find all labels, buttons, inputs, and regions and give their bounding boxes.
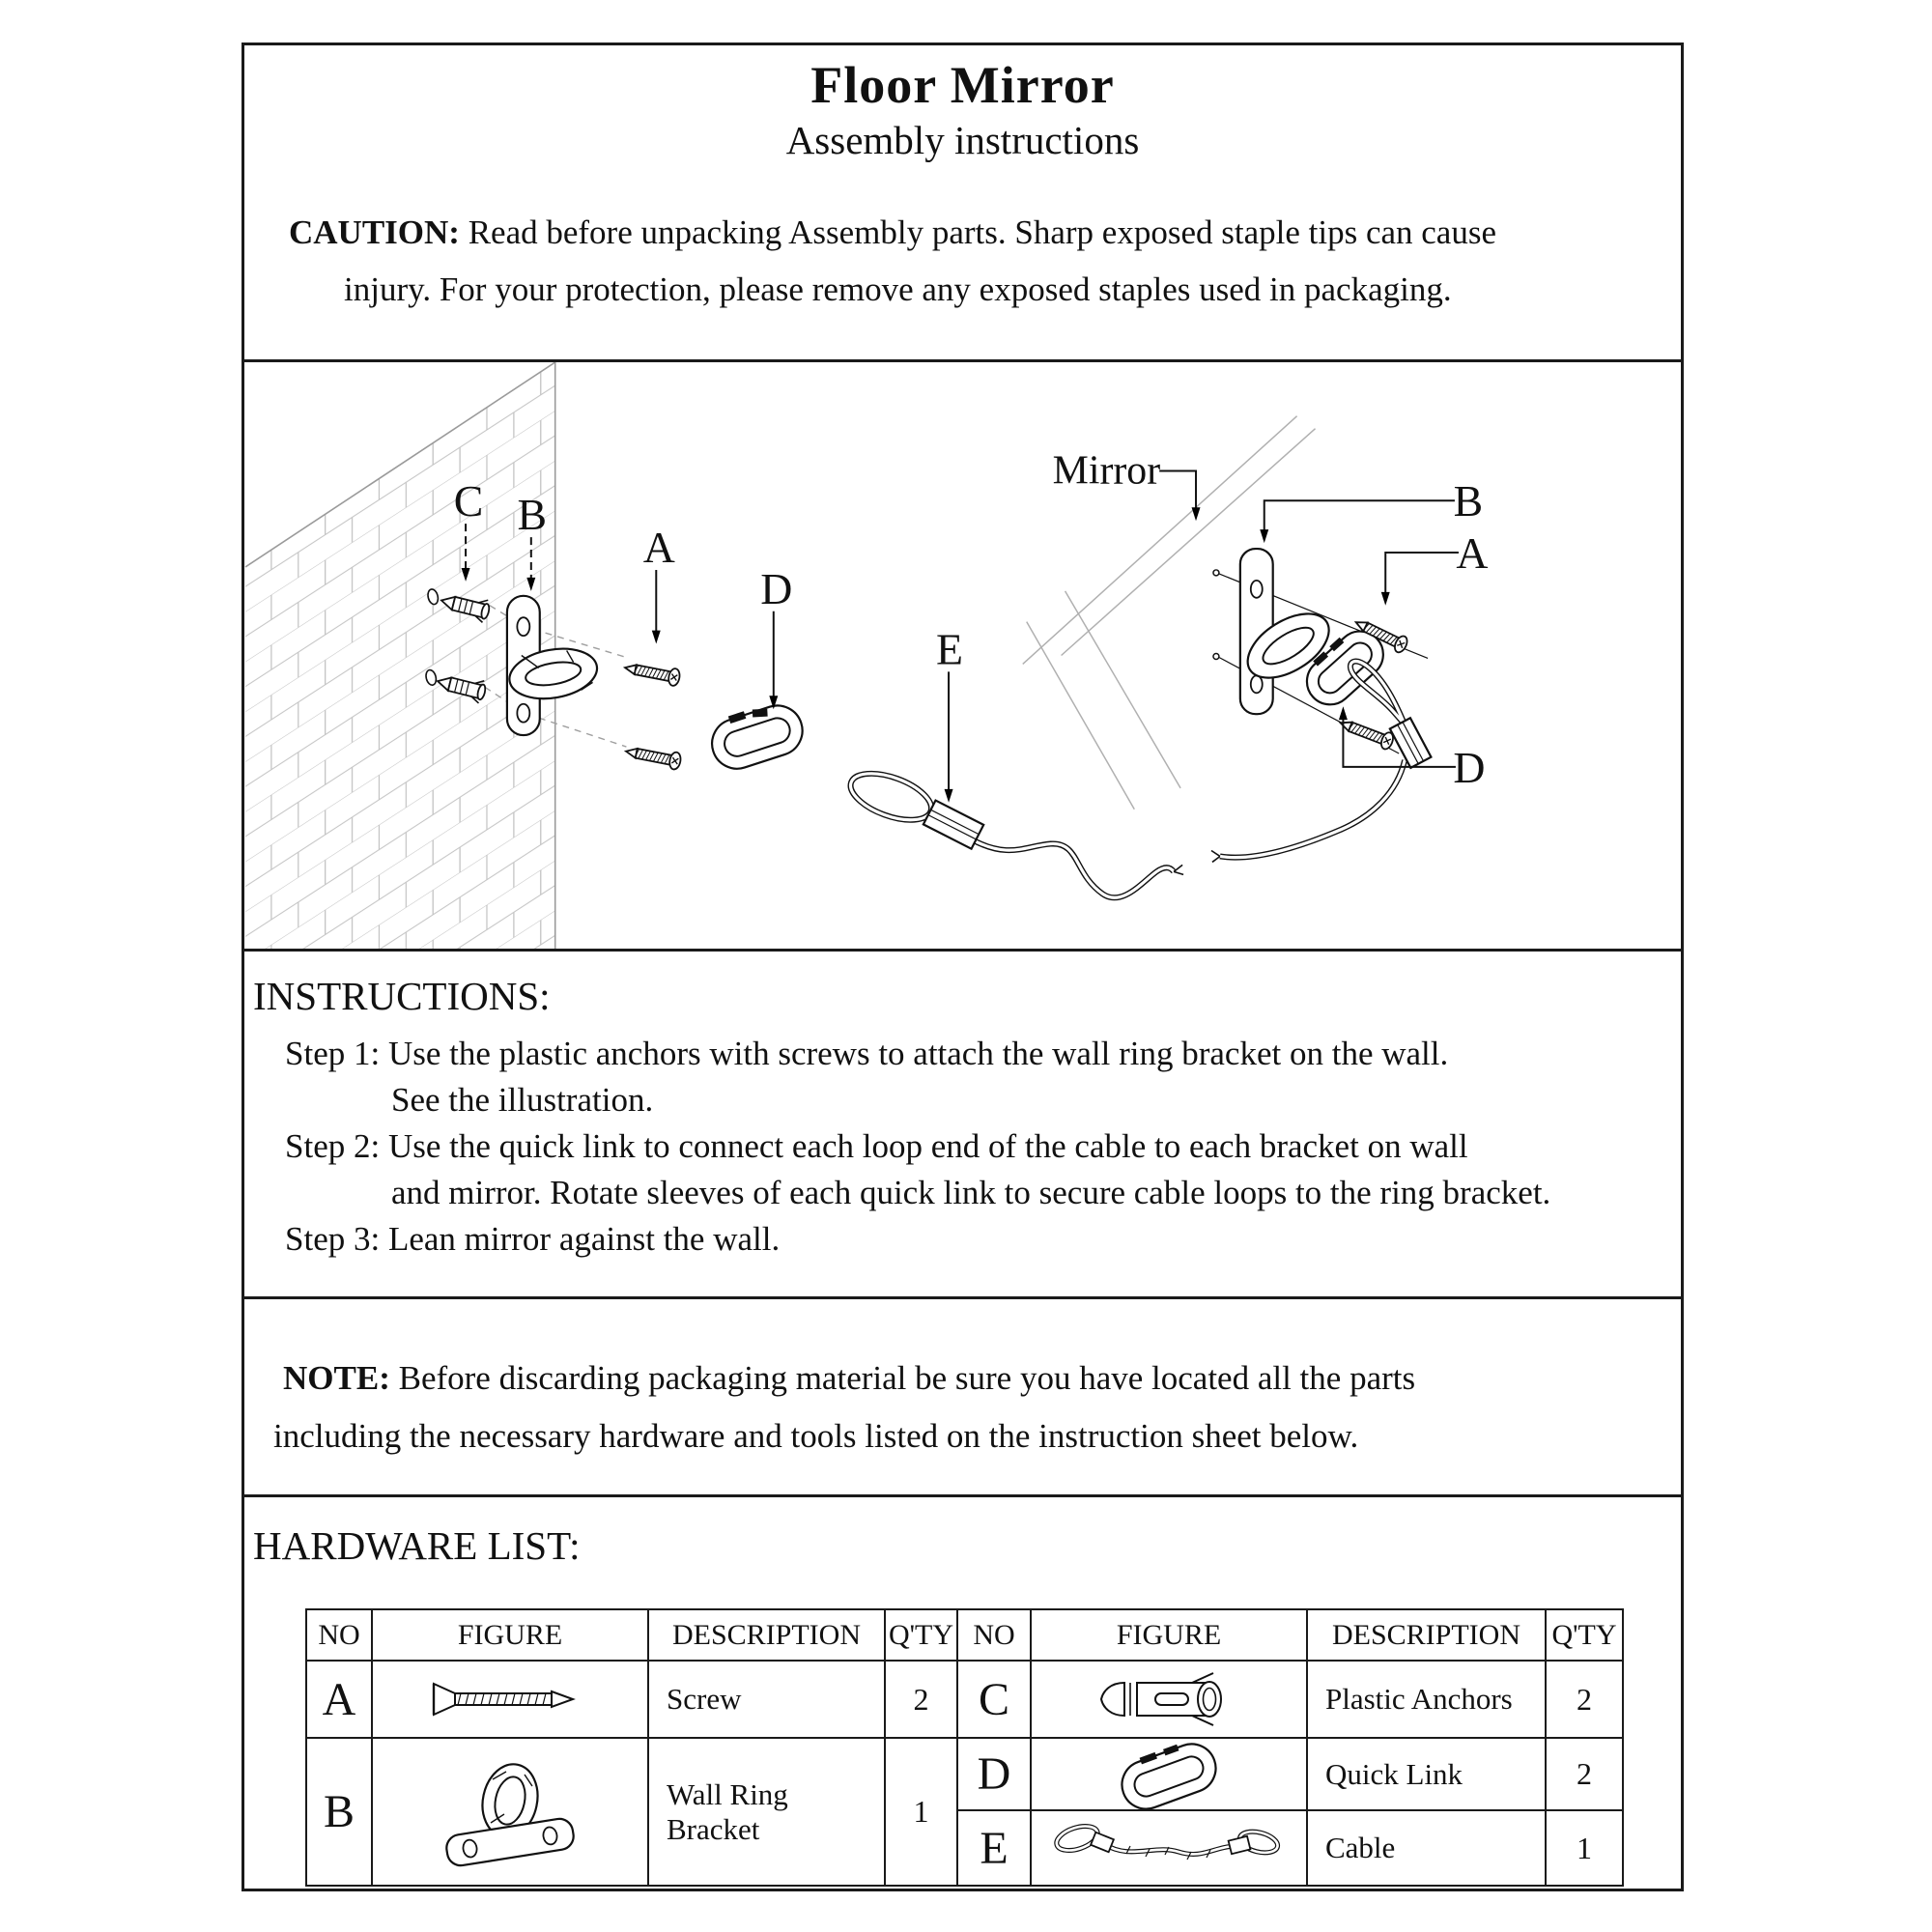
row-c-no: C	[956, 1660, 1032, 1739]
plastic-anchor-figure	[1099, 1672, 1222, 1726]
hardware-section: HARDWARE LIST: NO FIGURE DESCRIPTION Q'T…	[244, 1497, 1681, 1898]
row-a-no: A	[305, 1660, 373, 1739]
step-line: Step 1: Use the plastic anchors with scr…	[244, 1031, 1681, 1077]
row-a-description: Screw	[647, 1660, 886, 1739]
row-e-qty: 1	[1545, 1809, 1624, 1887]
row-c-figure	[1030, 1660, 1308, 1739]
step-text: Lean mirror against the wall.	[387, 1220, 781, 1258]
screw-part-right-2	[1336, 714, 1397, 753]
caution-label: CAUTION:	[289, 213, 460, 251]
caution-text-1: Read before unpacking Assembly parts. Sh…	[468, 213, 1496, 251]
row-d-qty: 2	[1545, 1737, 1624, 1811]
table-row-c: C	[956, 1660, 1624, 1739]
wall-ring-bracket-part	[505, 594, 599, 737]
step-line: Step 2: Use the quick link to connect ea…	[244, 1123, 1681, 1170]
note-text-1: Before discarding packaging material be …	[398, 1359, 1416, 1397]
label-a: A	[643, 523, 675, 572]
hardware-table: NO FIGURE DESCRIPTION Q'TY A	[305, 1608, 1624, 1887]
cable-figure	[1054, 1824, 1281, 1861]
note-paragraph: NOTE: Before discarding packaging materi…	[244, 1299, 1681, 1465]
table-row-b: B	[305, 1737, 958, 1887]
col-header-no: NO	[305, 1608, 373, 1662]
label-d: D	[760, 564, 792, 613]
row-d-no: D	[956, 1737, 1032, 1811]
step-line: Step 3: Lean mirror against the wall.	[244, 1216, 1681, 1263]
col-header-description: DESCRIPTION	[1306, 1608, 1547, 1662]
col-header-qty: Q'TY	[1545, 1608, 1624, 1662]
label-c: C	[454, 476, 484, 526]
note-section: NOTE: Before discarding packaging materi…	[244, 1299, 1681, 1497]
row-a-qty: 2	[884, 1660, 958, 1739]
hardware-table-left: NO FIGURE DESCRIPTION Q'TY A	[305, 1608, 958, 1887]
col-header-description: DESCRIPTION	[647, 1608, 886, 1662]
label-d2: D	[1453, 743, 1485, 792]
table-row-a: A S	[305, 1660, 958, 1739]
row-e-description: Cable	[1306, 1809, 1547, 1887]
row-b-description: Wall Ring Bracket	[647, 1737, 886, 1887]
brick-wall-illustration	[244, 362, 556, 949]
row-d-description: Quick Link	[1306, 1737, 1547, 1811]
note-label: NOTE:	[283, 1359, 390, 1397]
label-b: B	[518, 490, 548, 539]
screw-part-1	[622, 658, 682, 688]
wall-hole-marks	[425, 588, 440, 687]
step-text: Use the quick link to connect each loop …	[387, 1127, 1468, 1165]
page-subtitle: Assembly instructions	[785, 118, 1140, 162]
hardware-heading: HARDWARE LIST:	[253, 1523, 581, 1568]
mirror-edge-lines	[1022, 415, 1317, 810]
step-line: and mirror. Rotate sleeves of each quick…	[391, 1174, 1551, 1211]
quick-link-figure	[1121, 1742, 1217, 1808]
instructions-section: INSTRUCTIONS: Step 1: Use the plastic an…	[244, 952, 1681, 1299]
row-d-figure	[1030, 1737, 1308, 1811]
page-title: Floor Mirror	[810, 56, 1115, 114]
hardware-table-right: NO FIGURE DESCRIPTION Q'TY C	[956, 1608, 1624, 1887]
table-row-d: D Quick Link	[956, 1737, 1624, 1811]
row-b-qty: 1	[884, 1737, 958, 1887]
step-label: Step 3:	[285, 1220, 381, 1258]
cable-part	[847, 770, 1184, 901]
row-e-no: E	[956, 1809, 1032, 1887]
label-e: E	[936, 624, 963, 673]
note-line-2: including the necessary hardware and too…	[273, 1417, 1359, 1455]
label-a2: A	[1456, 528, 1488, 578]
row-c-qty: 2	[1545, 1660, 1624, 1739]
header-section: Floor Mirror Assembly instructions CAUTI…	[244, 55, 1681, 362]
step-text: Use the plastic anchors with screws to a…	[387, 1035, 1449, 1072]
caution-line-2: injury. For your protection, please remo…	[344, 270, 1452, 308]
col-header-qty: Q'TY	[884, 1608, 958, 1662]
steps-list: Step 1: Use the plastic anchors with scr…	[244, 1031, 1681, 1263]
instruction-page: Floor Mirror Assembly instructions CAUTI…	[242, 43, 1684, 1891]
screw-part-2	[623, 742, 683, 772]
caution-line-1: CAUTION: Read before unpacking Assembly …	[244, 204, 1681, 261]
caution-paragraph: CAUTION: Read before unpacking Assembly …	[244, 204, 1681, 318]
step-label: Step 2:	[285, 1127, 381, 1165]
row-a-figure	[371, 1660, 649, 1739]
mirror-bracket-assembly	[1210, 547, 1433, 864]
assembly-diagram: C B A D E Mirror	[244, 362, 1488, 949]
diagram-section: C B A D E Mirror	[244, 362, 1681, 952]
quick-link-part	[711, 704, 804, 770]
row-b-no: B	[305, 1737, 373, 1887]
row-c-description: Plastic Anchors	[1306, 1660, 1547, 1739]
step-line: See the illustration.	[391, 1081, 654, 1119]
screw-figure	[432, 1682, 576, 1717]
wall-ring-bracket-figure	[445, 1762, 575, 1866]
label-mirror: Mirror	[1053, 448, 1161, 493]
row-e-figure	[1030, 1809, 1308, 1887]
col-header-figure: FIGURE	[371, 1608, 649, 1662]
row-b-figure	[371, 1737, 649, 1887]
col-header-figure: FIGURE	[1030, 1608, 1308, 1662]
col-header-no: NO	[956, 1608, 1032, 1662]
label-b2: B	[1454, 476, 1484, 526]
note-line-1: NOTE: Before discarding packaging materi…	[244, 1350, 1681, 1407]
instructions-heading: INSTRUCTIONS:	[253, 974, 551, 1018]
diagram-callouts: C B A D E Mirror	[454, 448, 1488, 803]
table-row-e: E	[956, 1809, 1624, 1887]
step-label: Step 1:	[285, 1035, 381, 1072]
